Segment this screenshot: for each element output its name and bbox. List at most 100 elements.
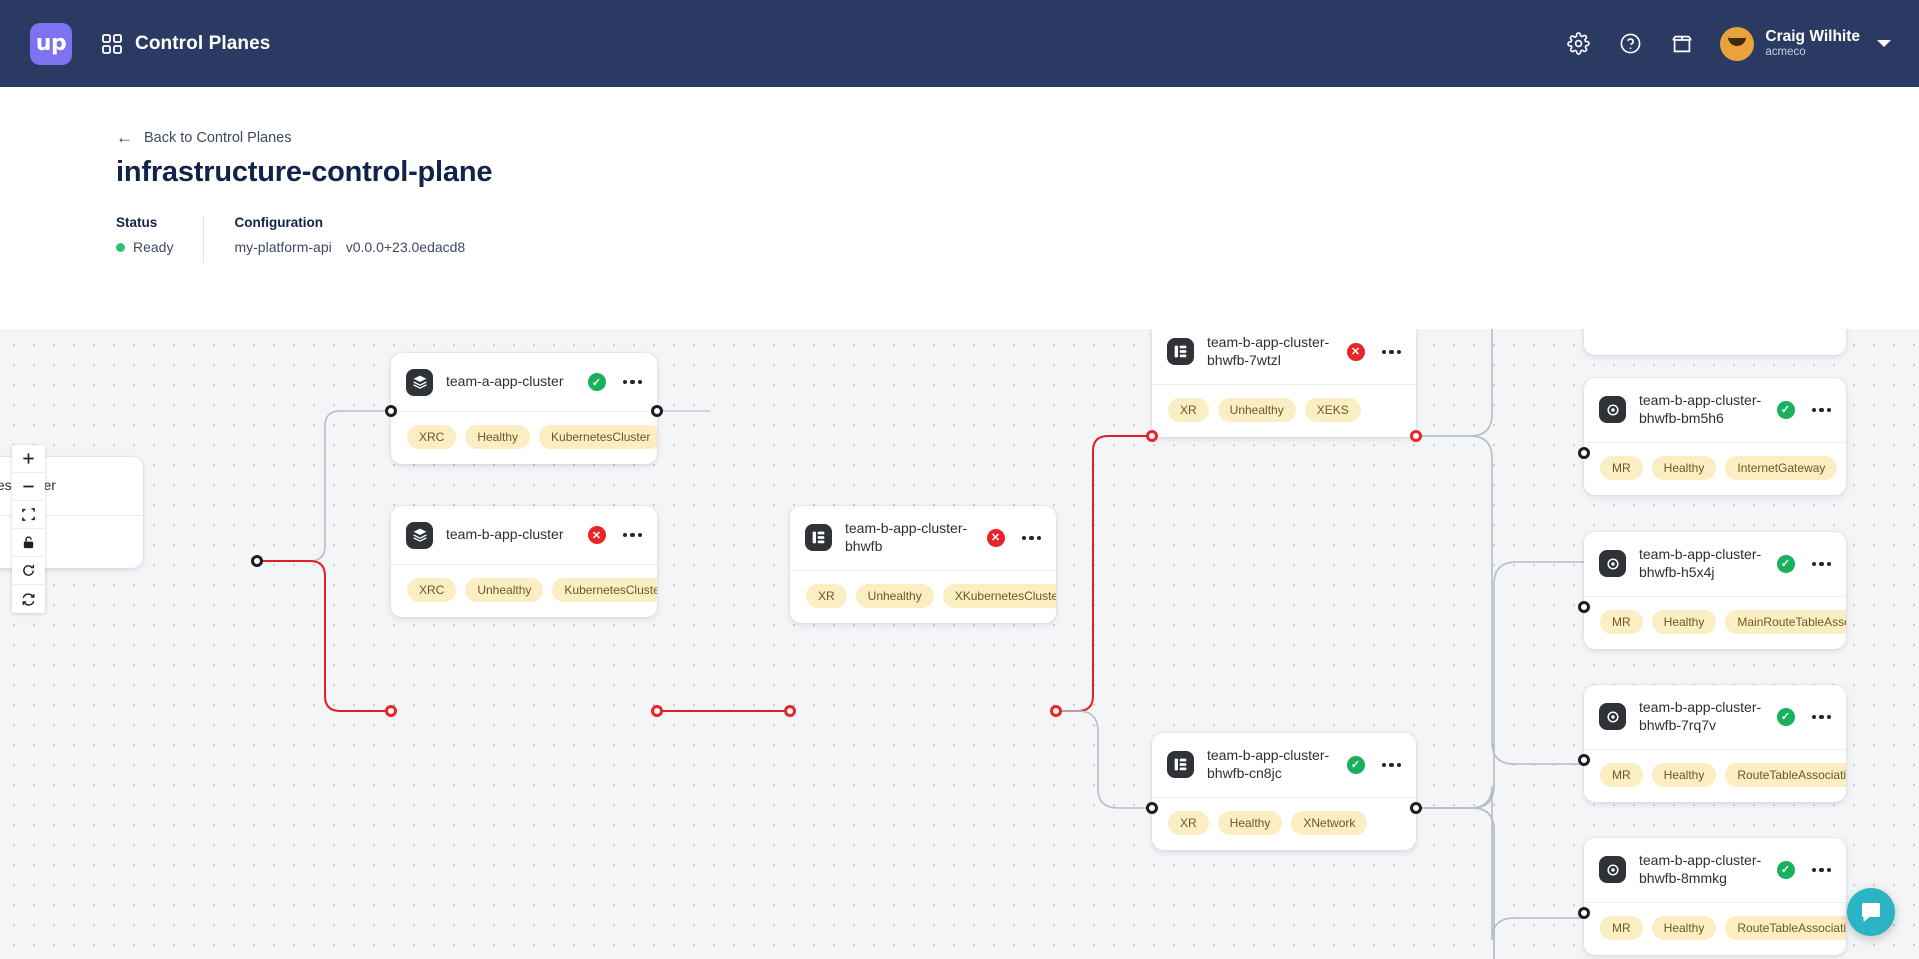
user-org: acmeco xyxy=(1765,45,1806,58)
status-unhealthy-icon: ✕ xyxy=(986,528,1005,547)
node-menu-button[interactable] xyxy=(619,379,642,385)
node-divider xyxy=(1152,796,1416,798)
node-tag-list: MR Healthy RouteTableAssociation xyxy=(1584,903,1846,955)
back-link-label: Back to Control Planes xyxy=(144,129,292,146)
tag: MR xyxy=(1600,915,1643,940)
node-handle-left[interactable] xyxy=(784,705,796,717)
node-handle-left[interactable] xyxy=(1146,430,1158,442)
graph-node-bhwfb-7rq7v[interactable]: team-b-app-cluster-bhwfb-7rq7v ✓ MR Heal… xyxy=(1584,685,1846,802)
tag: KubernetesCluster xyxy=(539,425,657,449)
arrow-left-icon: ← xyxy=(116,128,133,147)
sync-icon[interactable] xyxy=(12,585,45,613)
node-tag-list: MR Healthy InternetGateway xyxy=(1584,443,1846,495)
graph-node-bhwfb-bm5h6[interactable]: team-b-app-cluster-bhwfb-bm5h6 ✓ MR Heal… xyxy=(1584,378,1846,495)
node-divider xyxy=(1152,383,1416,385)
node-menu-button[interactable] xyxy=(1018,535,1041,541)
configuration-block: Configuration my-platform-api v0.0.0+23.… xyxy=(234,215,465,255)
node-menu-button[interactable] xyxy=(1808,407,1831,413)
node-menu-button[interactable] xyxy=(1378,349,1401,355)
graph-node-team-b-app-cluster[interactable]: team-b-app-cluster ✕ XRC Unhealthy Kuber… xyxy=(391,506,657,617)
page-header: ← Back to Control Planes infrastructure-… xyxy=(0,87,1919,416)
node-handle-left[interactable] xyxy=(1578,754,1590,766)
gear-icon[interactable] xyxy=(1564,30,1592,58)
node-handle-right[interactable] xyxy=(1410,802,1422,814)
back-to-control-planes-link[interactable]: ← Back to Control Planes xyxy=(116,129,292,146)
node-menu-button[interactable] xyxy=(619,532,642,538)
graph-node-offscreen-top[interactable] xyxy=(1584,329,1846,355)
status-value: Ready xyxy=(133,239,174,255)
node-handle-right[interactable] xyxy=(1050,705,1062,717)
control-planes-nav[interactable]: Control Planes xyxy=(102,33,270,55)
refresh-icon[interactable] xyxy=(12,557,45,585)
node-tag-list: XR Unhealthy XKubernetesCluster xyxy=(790,571,1056,623)
chat-bubble-icon[interactable] xyxy=(1847,888,1895,936)
node-divider xyxy=(391,564,657,565)
graph-node-bhwfb-7wtzl[interactable]: team-b-app-cluster-bhwfb-7wtzl ✕ XR Unhe… xyxy=(1152,329,1416,437)
node-handle-left[interactable] xyxy=(385,705,397,717)
graph-node-team-a-app-cluster[interactable]: team-a-app-cluster ✓ XRC Healthy Kuberne… xyxy=(391,353,657,464)
node-handle-right[interactable] xyxy=(651,705,663,717)
node-divider xyxy=(1584,901,1846,903)
configuration-label: Configuration xyxy=(234,215,323,230)
node-title: team-b-app-cluster-bhwfb xyxy=(845,520,968,554)
upbound-logo[interactable]: up xyxy=(30,22,72,65)
tag: Unhealthy xyxy=(465,578,544,602)
node-header: team-b-app-cluster ✕ xyxy=(391,506,657,564)
graph-node-bhwfb-cn8jc[interactable]: team-b-app-cluster-bhwfb-cn8jc ✓ XR Heal… xyxy=(1152,733,1416,850)
node-handle-left[interactable] xyxy=(1146,802,1158,814)
node-divider xyxy=(1584,441,1846,443)
graph-zoom-controls xyxy=(12,445,45,613)
node-handle-left[interactable] xyxy=(385,405,397,417)
chevron-down-icon[interactable] xyxy=(1877,40,1891,47)
node-header: team-b-app-cluster-bhwfb-cn8jc ✓ xyxy=(1152,733,1416,797)
node-handle-right[interactable] xyxy=(651,405,663,417)
node-title: team-b-app-cluster-bhwfb-7rq7v xyxy=(1639,699,1762,733)
node-divider xyxy=(391,411,657,412)
user-menu[interactable]: Craig Wilhite acmeco xyxy=(1720,26,1891,61)
managed-resource-icon xyxy=(1599,703,1626,731)
stack-icon xyxy=(406,521,433,549)
node-title: team-b-app-cluster-bhwfb-bm5h6 xyxy=(1639,392,1762,426)
node-menu-button[interactable] xyxy=(1378,762,1401,768)
node-handle-left[interactable] xyxy=(1578,907,1590,919)
configuration-name: my-platform-api xyxy=(234,239,332,255)
fit-view-icon[interactable] xyxy=(12,501,45,529)
status-healthy-icon: ✓ xyxy=(587,373,606,391)
managed-resource-icon xyxy=(1599,396,1626,424)
node-menu-button[interactable] xyxy=(1808,714,1831,720)
node-header: team-b-app-cluster-bhwfb-8mmkg ✓ xyxy=(1584,838,1846,902)
node-handle-left[interactable] xyxy=(1578,447,1590,459)
node-handle-right[interactable] xyxy=(251,555,263,567)
node-divider xyxy=(1584,595,1846,597)
tag: Unhealthy xyxy=(855,583,934,608)
node-title: team-b-app-cluster xyxy=(446,526,564,543)
node-title: team-b-app-cluster-bhwfb-7wtzl xyxy=(1207,334,1330,368)
node-tag-list: XR Healthy XNetwork xyxy=(1152,798,1416,850)
node-menu-button[interactable] xyxy=(1808,561,1831,567)
tag: Healthy xyxy=(1651,762,1717,787)
node-handle-right[interactable] xyxy=(1410,430,1422,442)
marketplace-icon[interactable] xyxy=(1668,30,1696,58)
status-healthy-icon: ✓ xyxy=(1776,707,1795,726)
tag: XR xyxy=(806,583,847,608)
graph-node-bhwfb-h5x4j[interactable]: team-b-app-cluster-bhwfb-h5x4j ✓ MR Heal… xyxy=(1584,532,1846,649)
minus-icon[interactable] xyxy=(12,473,45,501)
tag: Healthy xyxy=(1651,609,1717,634)
node-tag-list: XRC Healthy KubernetesCluster xyxy=(391,412,657,464)
node-menu-button[interactable] xyxy=(1808,867,1831,873)
graph-node-bhwfb-8mmkg[interactable]: team-b-app-cluster-bhwfb-8mmkg ✓ MR Heal… xyxy=(1584,838,1846,955)
tag: Healthy xyxy=(1217,810,1283,835)
help-circle-icon[interactable] xyxy=(1616,30,1644,58)
unlock-icon[interactable] xyxy=(12,529,45,557)
tag: RouteTableAssociation xyxy=(1725,915,1846,940)
node-handle-left[interactable] xyxy=(1578,601,1590,613)
graph-node-team-b-app-cluster-bhwfb[interactable]: team-b-app-cluster-bhwfb ✕ XR Unhealthy … xyxy=(790,506,1056,623)
resource-graph-canvas[interactable]: K KubernetesCluster API team-a-app-clust… xyxy=(0,329,1919,959)
node-header: team-b-app-cluster-bhwfb-bm5h6 ✓ xyxy=(1584,378,1846,442)
plus-icon[interactable] xyxy=(12,445,45,473)
managed-resource-icon xyxy=(1599,856,1626,884)
status-label: Status xyxy=(116,215,158,230)
user-name: Craig Wilhite xyxy=(1765,27,1860,45)
node-tag-list: MR Healthy RouteTableAssociation xyxy=(1584,750,1846,802)
node-header: team-a-app-cluster ✓ xyxy=(391,353,657,411)
